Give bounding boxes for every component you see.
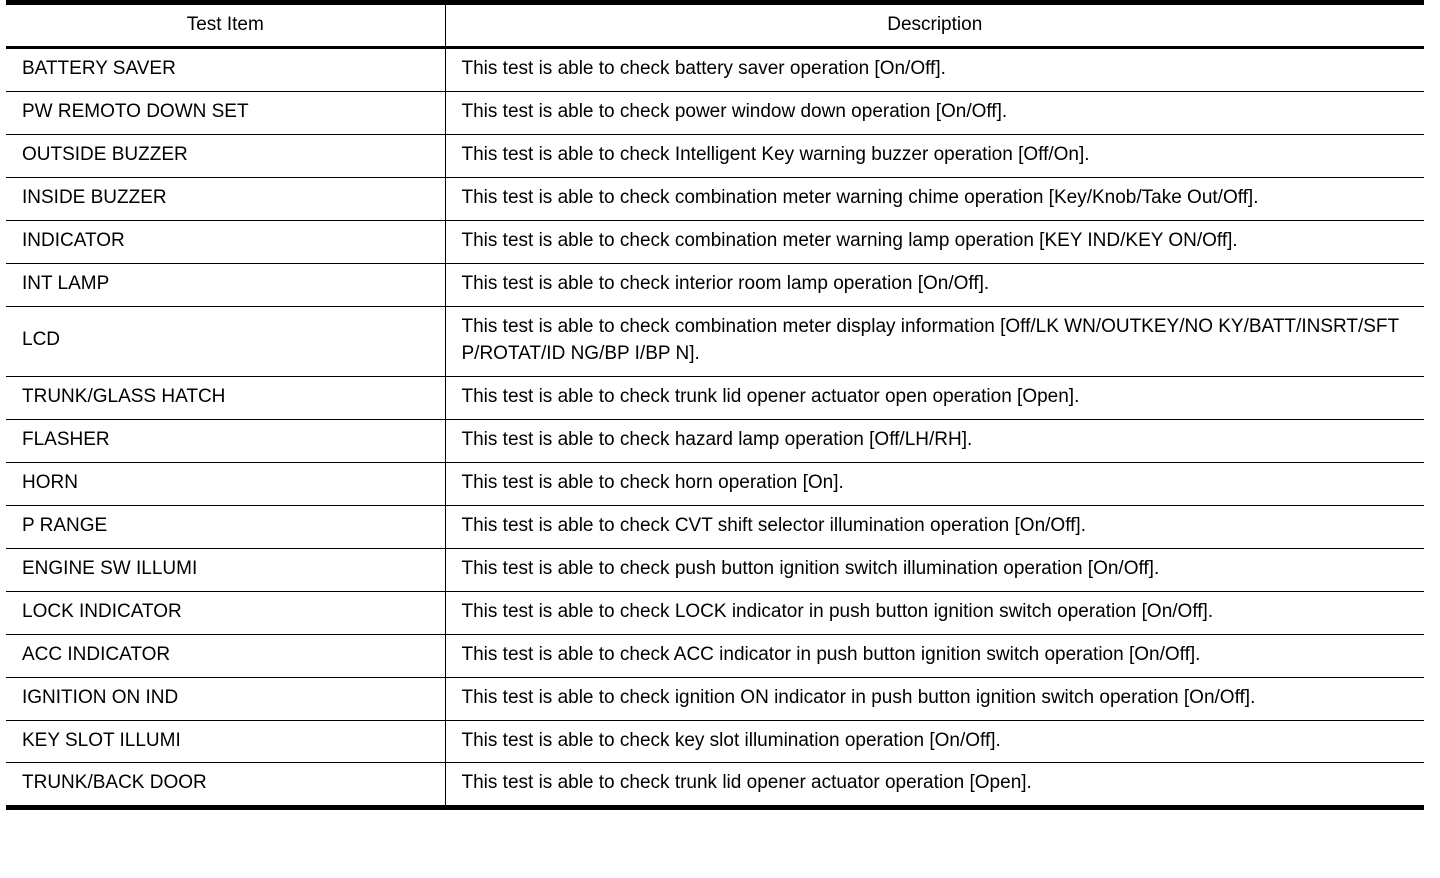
cell-description: This test is able to check push button i…: [445, 548, 1424, 592]
cell-test-item: INSIDE BUZZER: [6, 177, 446, 221]
table-header: Test Item Description: [6, 2, 1424, 49]
cell-description: This test is able to check combination m…: [445, 177, 1424, 221]
cell-description: This test is able to check combination m…: [445, 220, 1424, 264]
cell-test-item: FLASHER: [6, 419, 446, 463]
cell-test-item: OUTSIDE BUZZER: [6, 134, 446, 178]
table-row: TRUNK/BACK DOOR This test is able to chec…: [6, 762, 1424, 808]
cell-test-item: TRUNK/GLASS HATCH: [6, 376, 446, 420]
cell-description: This test is able to check ignition ON i…: [445, 677, 1424, 721]
cell-description: This test is able to check ACC indicator…: [445, 634, 1424, 678]
cell-description: This test is able to check hazard lamp o…: [445, 419, 1424, 463]
cell-test-item: LCD: [6, 306, 446, 377]
cell-test-item: INDICATOR: [6, 220, 446, 264]
cell-description: This test is able to check horn operatio…: [445, 462, 1424, 506]
cell-test-item: ENGINE SW ILLUMI: [6, 548, 446, 592]
cell-test-item: HORN: [6, 462, 446, 506]
cell-description: This test is able to check key slot illu…: [445, 720, 1424, 764]
cell-description: This test is able to check power window …: [445, 91, 1424, 135]
cell-test-item: P RANGE: [6, 505, 446, 549]
cell-test-item: KEY SLOT ILLUMI: [6, 720, 446, 764]
cell-description: This test is able to check trunk lid ope…: [445, 376, 1424, 420]
cell-test-item: PW REMOTO DOWN SET: [6, 91, 446, 135]
cell-description: This test is able to check trunk lid ope…: [461, 772, 1032, 794]
cell-test-item: INT LAMP: [6, 263, 446, 307]
cell-description: This test is able to check LOCK indicato…: [445, 591, 1424, 635]
cell-test-item: BATTERY SAVER: [6, 47, 446, 92]
cell-description: This test is able to check interior room…: [445, 263, 1424, 307]
column-header-test-item: Test Item: [6, 2, 446, 49]
cell-description: This test is able to check combination m…: [445, 306, 1424, 377]
cell-description: This test is able to check battery saver…: [445, 47, 1424, 92]
cell-description: This test is able to check CVT shift sel…: [445, 505, 1424, 549]
cell-description: This test is able to check Intelligent K…: [445, 134, 1424, 178]
cell-test-item: TRUNK/BACK DOOR: [6, 762, 446, 808]
column-header-description: Description: [445, 2, 1424, 49]
header-row: Test Item Description: [6, 2, 1424, 49]
cell-test-item: LOCK INDICATOR: [6, 591, 446, 635]
cell-test-item: IGNITION ON IND: [6, 677, 446, 721]
cell-test-item: ACC INDICATOR: [6, 634, 446, 678]
